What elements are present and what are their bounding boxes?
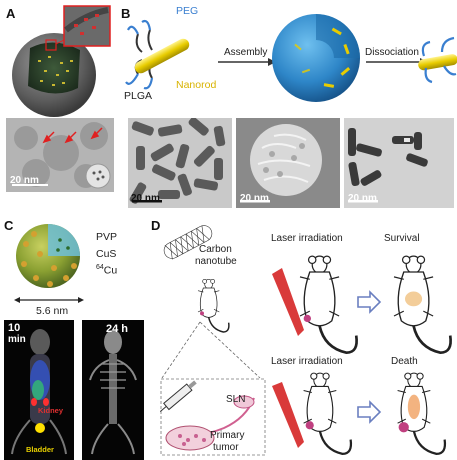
tem-image-a bbox=[6, 118, 114, 192]
carbon-label: Carbon bbox=[199, 244, 232, 255]
scale-bar-a: 20 nm bbox=[10, 175, 39, 186]
survival-label: Survival bbox=[384, 233, 420, 244]
cus-nanoparticle-render bbox=[14, 220, 84, 292]
panel-label-b: B bbox=[121, 6, 131, 21]
primary-label: Primary bbox=[210, 430, 245, 441]
bladder-label: Bladder bbox=[26, 445, 54, 454]
arrow-death bbox=[356, 400, 382, 424]
arrow-survival bbox=[356, 290, 382, 314]
sln-label: SLN bbox=[226, 394, 246, 405]
pvp-label: PVP bbox=[96, 231, 118, 243]
scale-bar-b2: 20 nm bbox=[240, 193, 269, 204]
tem-image-b1 bbox=[128, 118, 232, 208]
death-label: Death bbox=[391, 356, 418, 367]
plga-label: PLGA bbox=[124, 90, 153, 102]
cu64-symbol: Cu bbox=[103, 264, 118, 277]
pet-image-24h bbox=[82, 320, 144, 460]
mouse-small bbox=[180, 276, 240, 336]
scale-bar-b3: 20 nm bbox=[348, 193, 377, 204]
carbon-nanotube-drawing bbox=[160, 222, 216, 262]
assembly-label: Assembly bbox=[224, 47, 268, 58]
laser-beam-2 bbox=[268, 380, 308, 460]
pet-image-10min bbox=[4, 320, 74, 460]
time-label-min: min bbox=[8, 334, 26, 345]
cu64-label: 64Cu bbox=[96, 264, 117, 276]
kidney-label: Kidney bbox=[38, 406, 64, 415]
dissociation-label: Dissociation bbox=[365, 47, 419, 58]
panel-label-a: A bbox=[6, 6, 16, 21]
nanorod-label: Nanorod bbox=[176, 79, 217, 91]
laser-label-1: Laser irradiation bbox=[271, 233, 343, 244]
peg-label: PEG bbox=[176, 5, 199, 17]
time-label-10: 10 bbox=[8, 322, 21, 334]
size-arrow bbox=[14, 296, 84, 304]
laser-label-2: Laser irradiation bbox=[271, 356, 343, 367]
tem-image-b3 bbox=[344, 118, 454, 208]
zoom-lines bbox=[152, 320, 264, 380]
time-label-24h: 24 h bbox=[106, 323, 129, 335]
mouse-death bbox=[376, 368, 456, 460]
mouse-survival bbox=[376, 250, 456, 360]
nanotube-label: nanotube bbox=[195, 256, 237, 267]
size-label: 5.6 nm bbox=[36, 305, 69, 317]
cus-label: CuS bbox=[96, 248, 117, 260]
assembly-diagram bbox=[120, 0, 457, 118]
tumor-label: tumor bbox=[213, 442, 239, 453]
panel-label-c: C bbox=[4, 218, 14, 233]
scale-bar-b1: 20 nm bbox=[131, 193, 160, 204]
mouse-treated-1 bbox=[282, 250, 362, 360]
mouse-treated-2 bbox=[282, 368, 362, 460]
panel-label-d: D bbox=[151, 218, 161, 233]
cu64-superscript: 64 bbox=[96, 264, 104, 271]
nanoparticle-render bbox=[0, 0, 115, 118]
laser-beam-1 bbox=[268, 264, 308, 344]
tem-image-b2 bbox=[236, 118, 340, 208]
lymph-node-inset bbox=[160, 378, 266, 456]
